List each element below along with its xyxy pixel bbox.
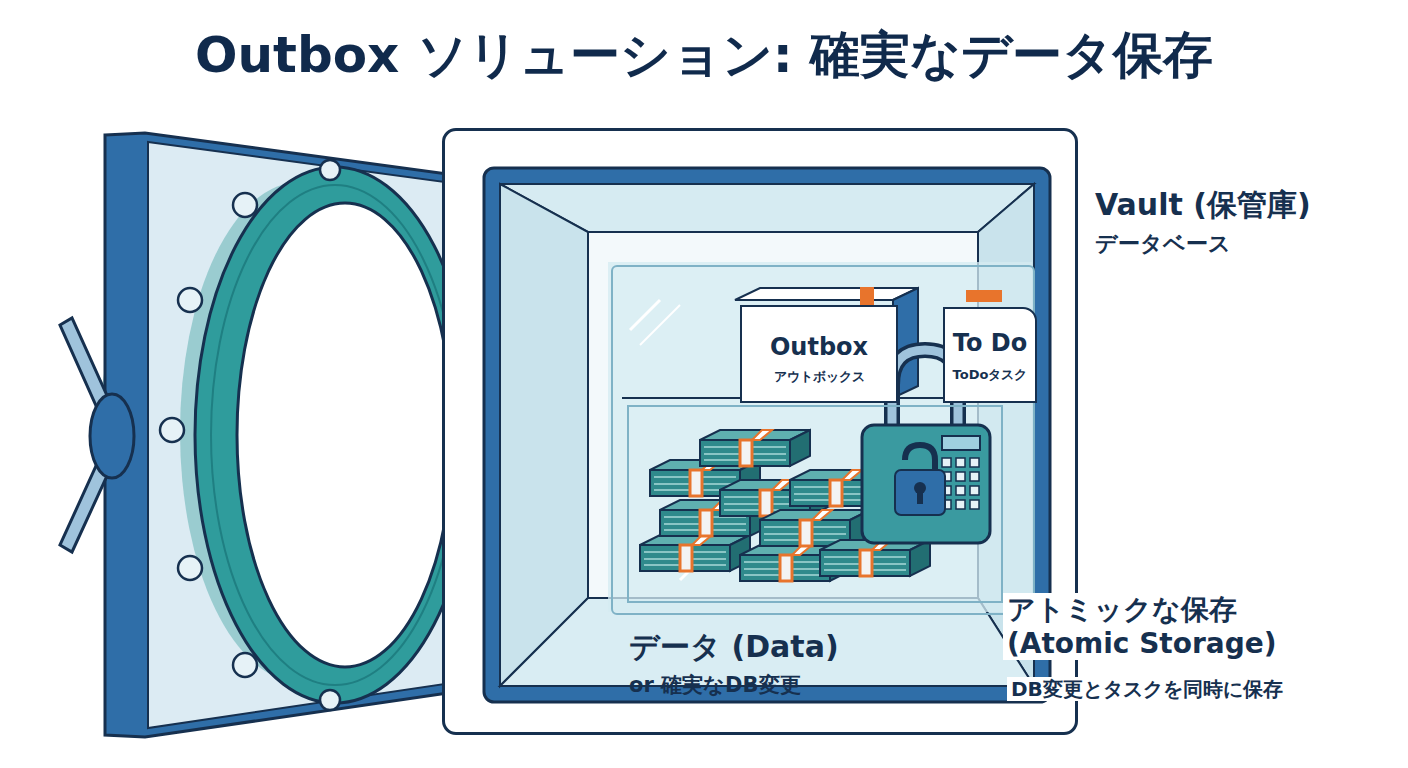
node-label: アトミックな保存 (Atomic Storage) (1003, 593, 1311, 660)
node-sublabel: ToDoタスク (945, 367, 1035, 383)
todo-note: To Do ToDoタスク (943, 307, 1037, 403)
node-sublabel: DB変更とタスクを同時に保存 (1007, 677, 1287, 701)
glass-case: アトミックな保存 (Atomic Storage)DB変更とタスクを同時に保存O… (611, 265, 1035, 615)
node-label: Outbox (742, 333, 896, 362)
outbox-box: Outbox アウトボックス (740, 305, 898, 403)
diagram-title: Outbox ソリューション: 確実なデータ保存 (0, 22, 1408, 89)
node-sublabel: アウトボックス (742, 369, 896, 385)
node-label: To Do (945, 329, 1035, 358)
vault-box: Vault (保管庫)データベースアトミックな保存 (Atomic Storag… (442, 128, 1078, 735)
node-sublabel: or 確実なDB変更 (629, 673, 801, 698)
node-sublabel: データベース (1095, 231, 1231, 257)
node-label: データ (Data) (629, 629, 839, 665)
data-compartment: データ (Data)or 確実なDB変更 (627, 405, 1003, 603)
node-label: Vault (保管庫) (1095, 187, 1311, 223)
